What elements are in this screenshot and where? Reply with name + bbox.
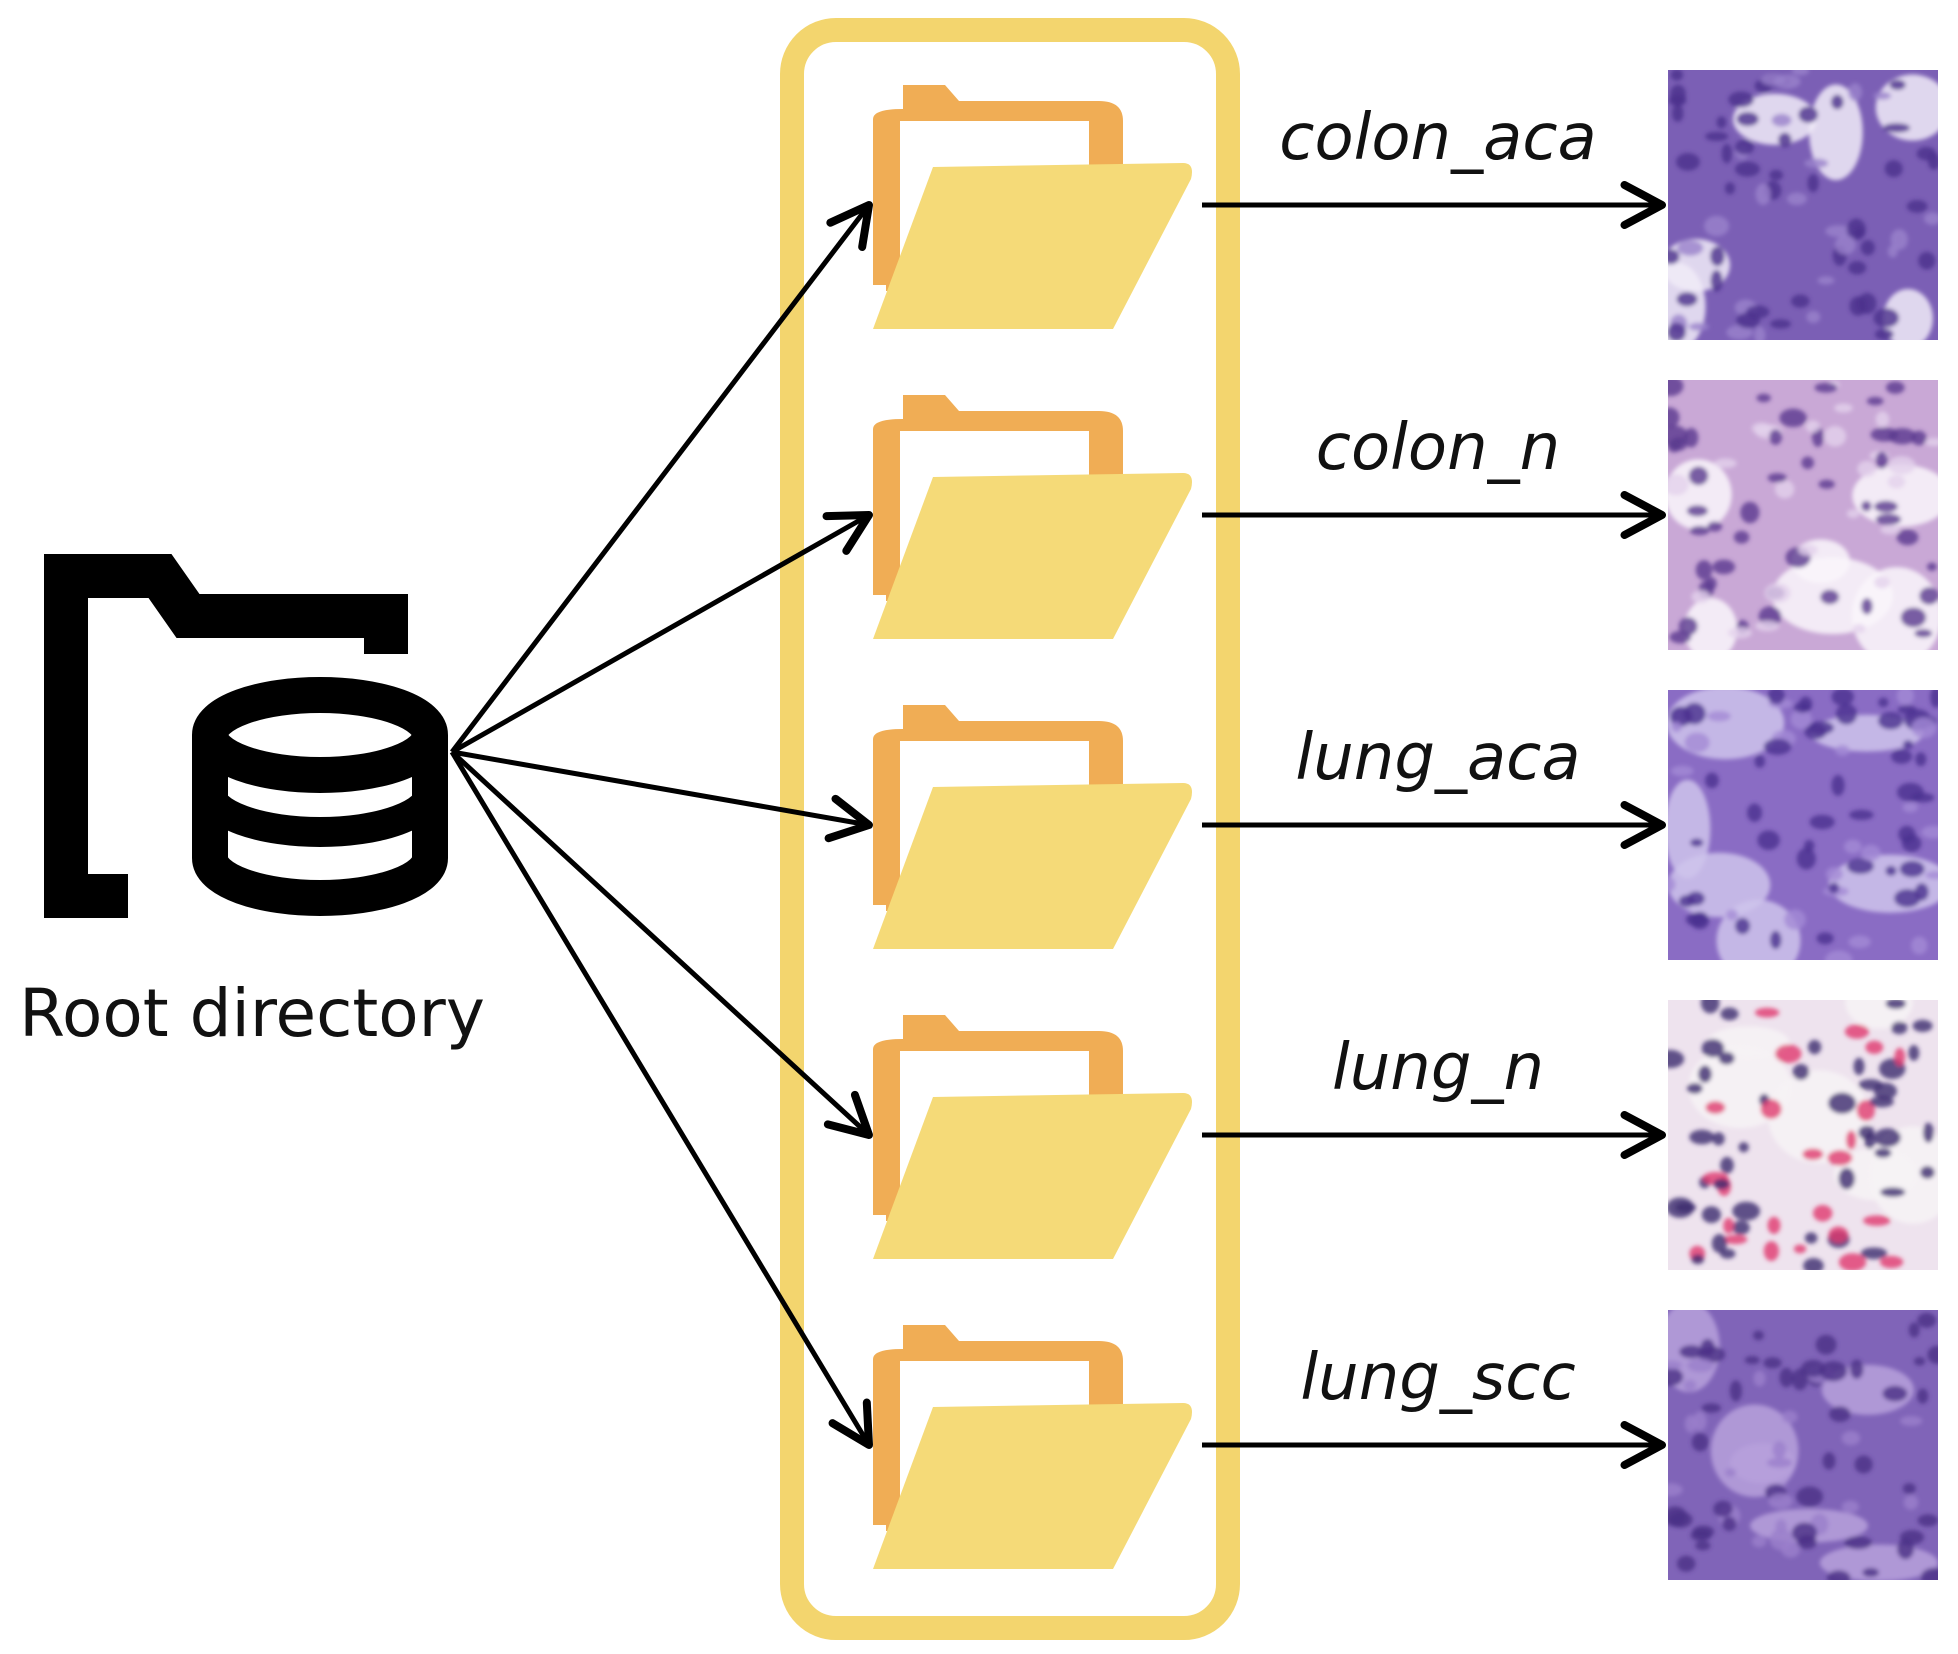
category-folders-frame xyxy=(780,18,1240,1640)
lung-squamous-cell-carcinoma-tissue-image xyxy=(1668,1310,1938,1580)
category-label-lung_n: lung_n xyxy=(1332,1031,1544,1105)
lung-adenocarcinoma-tissue-image xyxy=(1668,690,1938,960)
root-directory-label: Root directory xyxy=(19,975,485,1052)
category-row-lung_scc: lung_scc xyxy=(873,1310,1938,1580)
category-label-colon_aca: colon_aca xyxy=(1279,101,1596,175)
folder-icon-lung_scc xyxy=(873,1325,1192,1569)
category-label-colon_n: colon_n xyxy=(1316,411,1560,485)
root-arrow-colon_n xyxy=(450,511,873,755)
root-to-folder-arrows xyxy=(449,201,873,1449)
folder-icon-colon_n xyxy=(873,395,1192,639)
category-label-lung_scc: lung_scc xyxy=(1300,1341,1575,1415)
folder-icon-colon_aca xyxy=(873,85,1192,329)
colon-adenocarcinoma-tissue-image xyxy=(1668,70,1938,340)
root-arrow-lung_aca xyxy=(451,749,873,843)
root-arrow-lung_scc xyxy=(449,750,873,1449)
folder-icon-lung_n xyxy=(873,1015,1192,1259)
root-arrow-colon_aca xyxy=(450,201,873,754)
category-row-lung_aca: lung_aca xyxy=(873,690,1938,960)
root-directory-icon xyxy=(44,554,448,918)
category-label-lung_aca: lung_aca xyxy=(1295,721,1580,795)
category-rows: colon_aca colon_n lung_aca lung_n lung_scc xyxy=(873,70,1938,1580)
lung-benign-tissue-image xyxy=(1668,1000,1938,1270)
colon-benign-tissue-image xyxy=(1668,380,1938,650)
root-arrow-lung_n xyxy=(450,750,873,1139)
category-row-colon_aca: colon_aca xyxy=(873,70,1938,340)
category-row-colon_n: colon_n xyxy=(873,380,1938,650)
folder-icon-lung_aca xyxy=(873,705,1192,949)
category-row-lung_n: lung_n xyxy=(873,1000,1938,1270)
